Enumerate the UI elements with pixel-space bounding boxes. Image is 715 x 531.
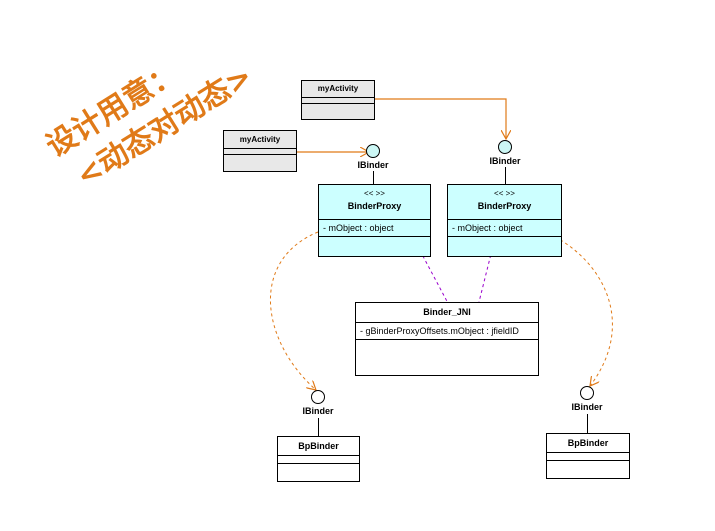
proxy-field: - mObject : object — [448, 220, 561, 237]
ibinder-right-label: IBinder — [489, 156, 521, 166]
proxy-name: BinderProxy — [477, 201, 532, 211]
bpbinder-box-left[interactable]: BpBinder — [277, 436, 360, 482]
ibinder-right-icon — [498, 140, 512, 154]
bpbinder-name: BpBinder — [278, 437, 359, 456]
bpbinder-name: BpBinder — [547, 434, 629, 453]
ibinder-bottom-right-label: IBinder — [571, 402, 603, 412]
ibinder-bottom-left-icon — [311, 390, 325, 404]
binderproxy-box-right[interactable]: << >> BinderProxy - mObject : object — [447, 184, 562, 257]
ibinder-bottom-right-stem — [587, 414, 588, 433]
proxy-stereotype: << >> — [494, 189, 515, 198]
ibinder-right-stem — [505, 167, 506, 184]
jni-field: - gBinderProxyOffsets.mObject : jfieldID — [356, 323, 538, 340]
proxy-field: - mObject : object — [319, 220, 430, 237]
jni-name: Binder_JNI — [356, 303, 538, 323]
ibinder-left-stem — [373, 171, 374, 185]
activity-box-top[interactable]: myActivity — [301, 80, 375, 120]
assoc-activity-top-to-ibinder-right — [375, 98, 506, 139]
ibinder-bottom-left-label: IBinder — [302, 406, 334, 416]
ibinder-left-icon — [366, 144, 380, 158]
activity-name: myActivity — [302, 81, 374, 98]
activity-box-second[interactable]: myActivity — [223, 130, 297, 172]
dashed-jni-to-right-proxy — [473, 226, 498, 323]
bpbinder-box-right[interactable]: BpBinder — [546, 433, 630, 479]
activity-name: myActivity — [224, 131, 296, 149]
proxy-name: BinderProxy — [347, 201, 402, 211]
binderproxy-box-left[interactable]: << >> BinderProxy - mObject : object — [318, 184, 431, 257]
ibinder-bottom-left-stem — [318, 418, 319, 436]
dashed-left-proxy-to-bpbinder — [270, 231, 319, 390]
binder-jni-box[interactable]: Binder_JNI - gBinderProxyOffsets.mObject… — [355, 302, 539, 376]
ibinder-bottom-right-icon — [580, 386, 594, 400]
ibinder-left-label: IBinder — [357, 160, 389, 170]
proxy-stereotype: << >> — [364, 189, 385, 198]
